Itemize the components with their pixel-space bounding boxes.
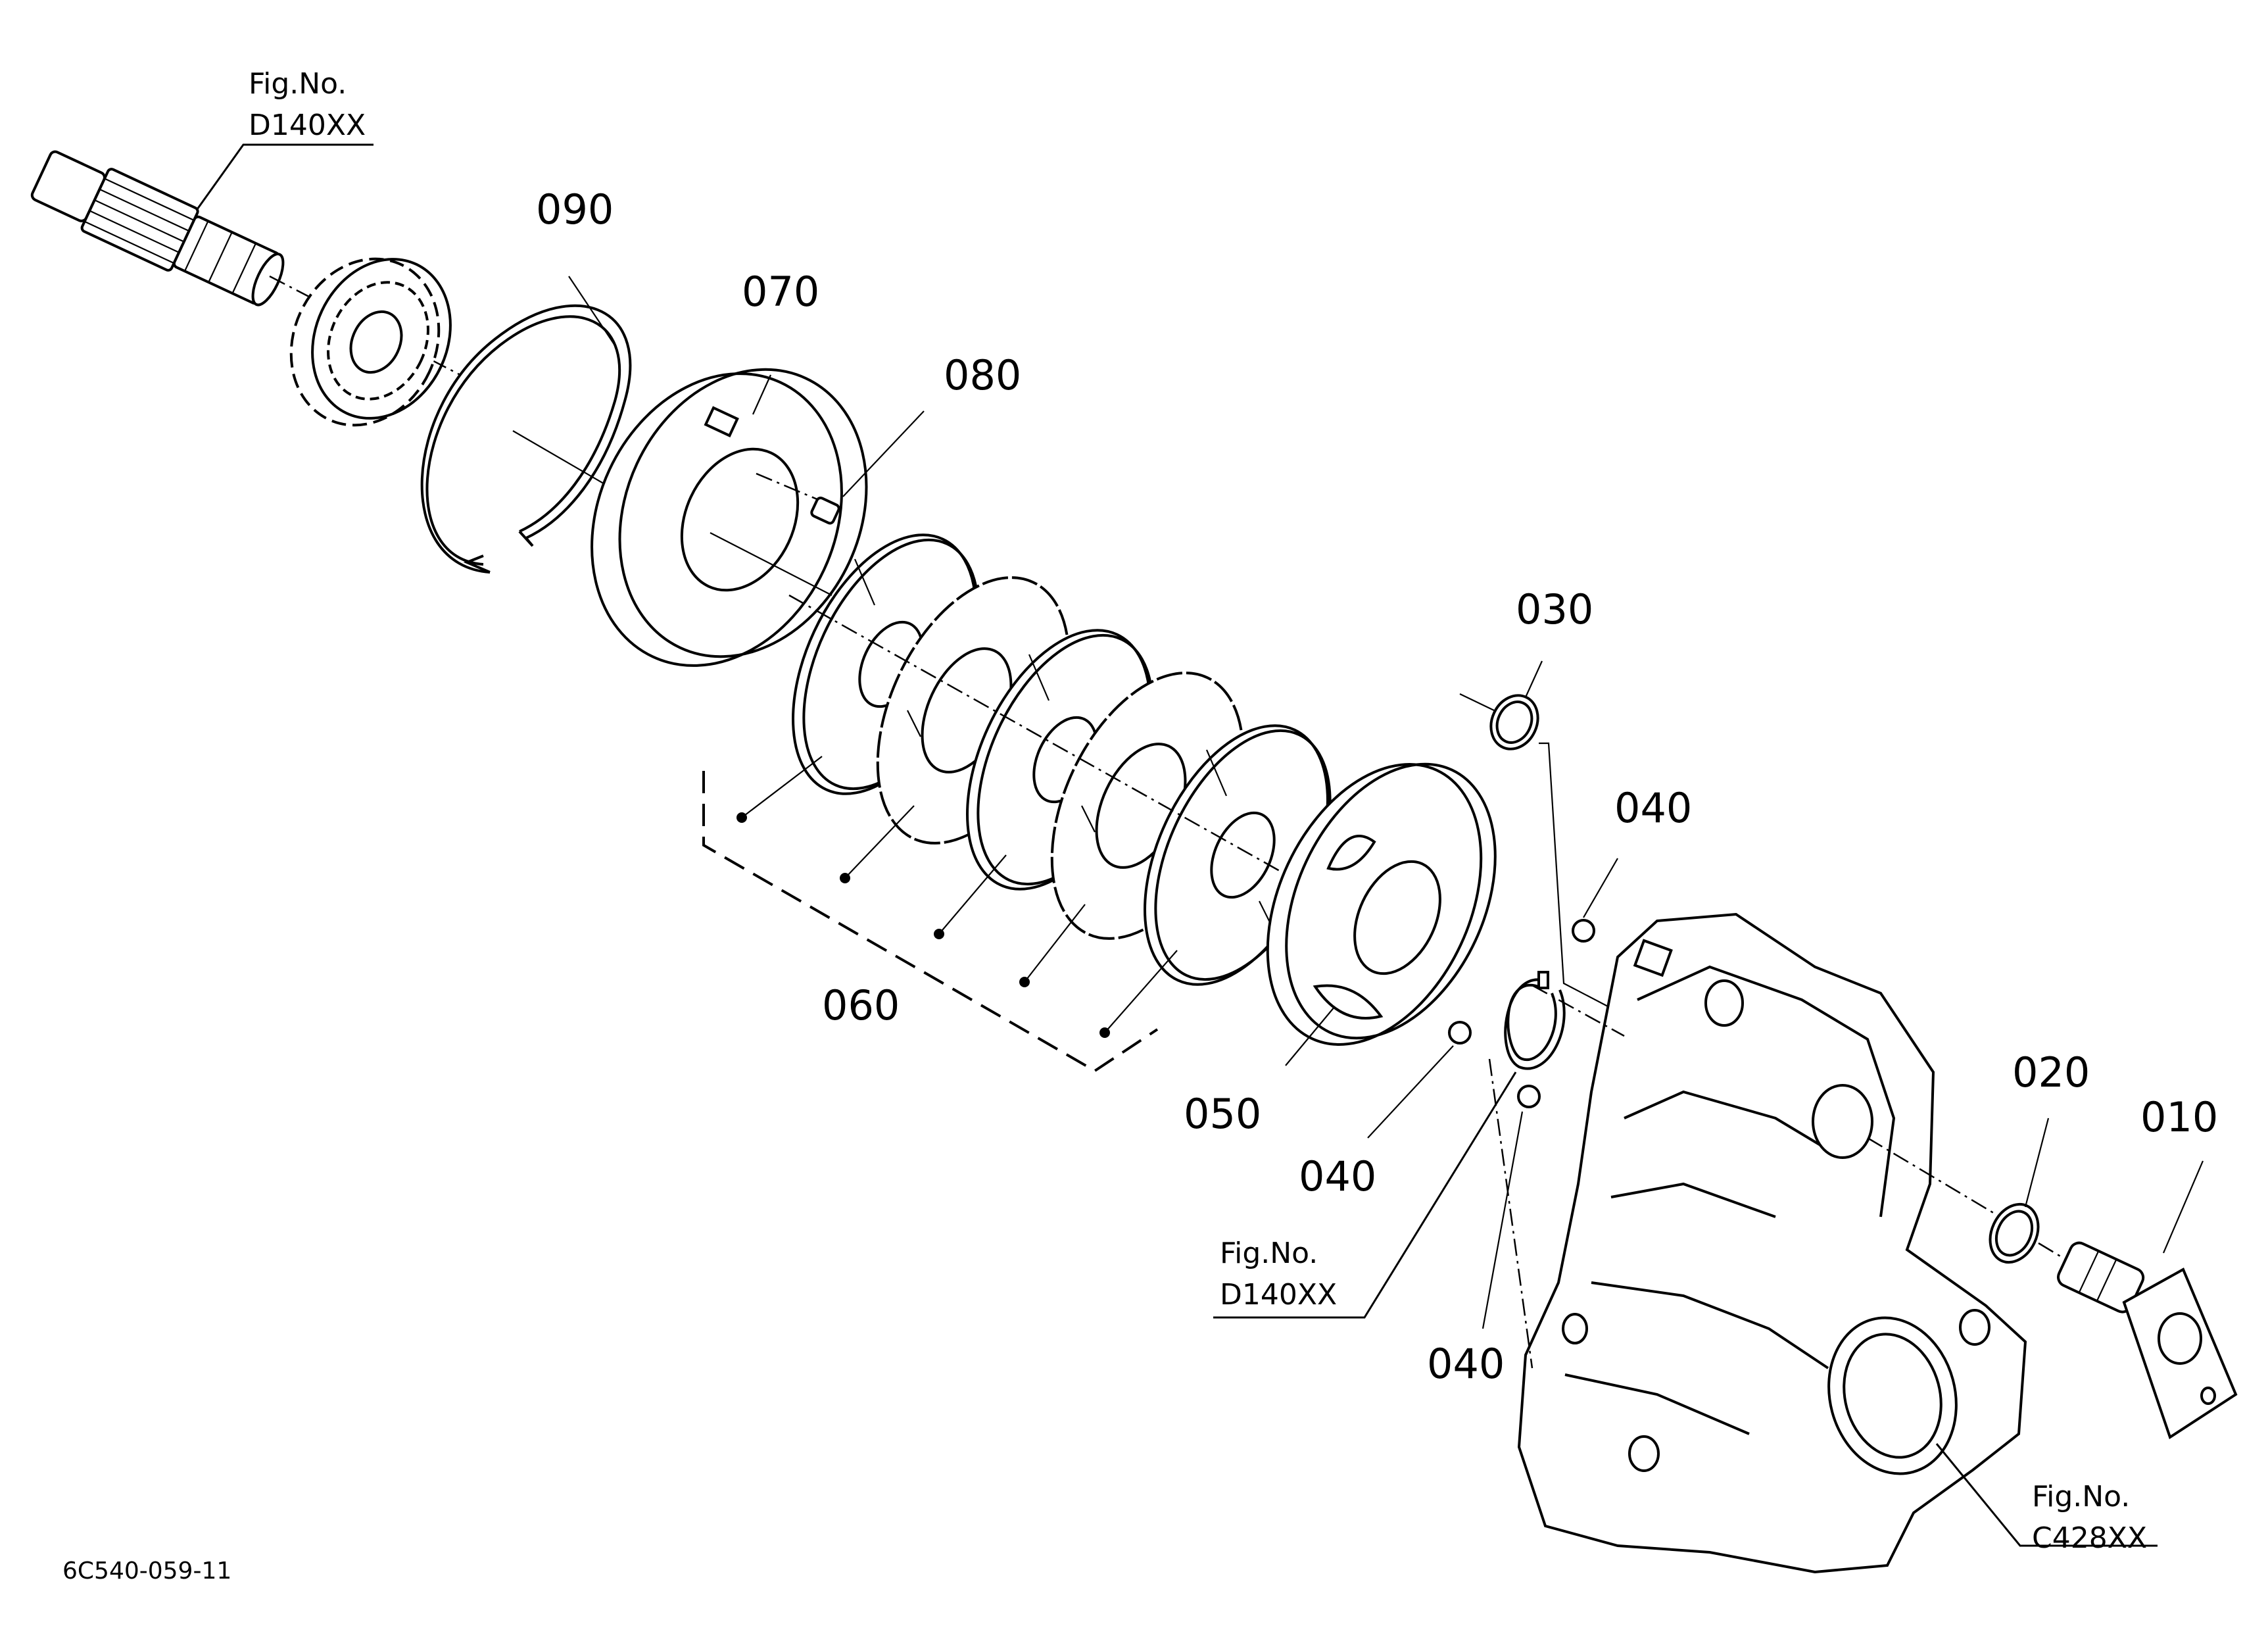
splined-shaft xyxy=(30,150,461,376)
pin-080 xyxy=(756,410,925,525)
part-number-070[interactable]: 070 xyxy=(742,268,819,316)
diagram-code: 6C540-059-11 xyxy=(62,1558,231,1585)
fig-ref-case[interactable]: Fig.No. C428XX xyxy=(1935,1443,2158,1555)
fig-ref-code: D140XX xyxy=(1220,1278,1337,1312)
o-ring-020 xyxy=(1989,1118,2050,1264)
fig-ref-code: C428XX xyxy=(2032,1521,2147,1555)
fig-ref-shaft[interactable]: Fig.No. D140XX xyxy=(196,67,374,210)
stopper-pin-010 xyxy=(2038,1160,2238,1440)
part-number-020[interactable]: 020 xyxy=(2012,1048,2090,1096)
part-number-040-mid[interactable]: 040 xyxy=(1299,1152,1376,1200)
part-number-040-top[interactable]: 040 xyxy=(1614,784,1692,832)
part-number-050[interactable]: 050 xyxy=(1184,1090,1261,1138)
steel-balls-040 xyxy=(1367,858,1618,1329)
pressure-plate-070 xyxy=(591,368,868,667)
part-number-090[interactable]: 090 xyxy=(536,185,614,234)
fig-ref-circlip[interactable]: Fig.No. D140XX xyxy=(1213,1071,1517,1319)
retainer-050 xyxy=(1266,762,1497,1066)
fig-ref-label: Fig.No. xyxy=(1220,1237,1318,1270)
part-number-030[interactable]: 030 xyxy=(1516,585,1593,633)
fig-ref-label: Fig.No. xyxy=(2032,1480,2130,1513)
part-number-060[interactable]: 060 xyxy=(822,981,900,1029)
fig-ref-code: D140XX xyxy=(249,109,366,142)
fig-ref-label: Fig.No. xyxy=(249,67,347,101)
bearing xyxy=(289,257,452,427)
part-number-010[interactable]: 010 xyxy=(2140,1093,2218,1141)
circlip xyxy=(1504,971,1566,1070)
clutch-disc-stack-060 xyxy=(702,533,1332,1073)
part-number-040-low[interactable]: 040 xyxy=(1427,1340,1505,1388)
transmission-case xyxy=(1488,912,2027,1574)
o-ring-030 xyxy=(1459,660,1608,1007)
part-number-080[interactable]: 080 xyxy=(944,351,1021,399)
snap-ring-090 xyxy=(420,276,632,574)
